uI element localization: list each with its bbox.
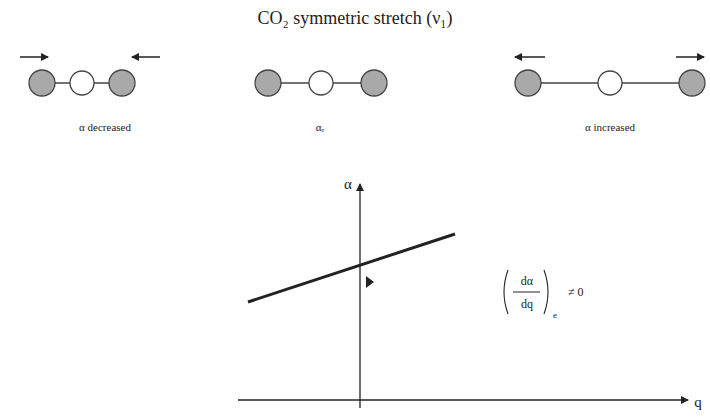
derivative-numerator: dα [521,275,533,287]
molecule-compressed [29,70,135,96]
paren-left [504,270,508,314]
motion-arrow [132,56,160,58]
fraction-bar [513,292,540,293]
derivative-denominator: dq [521,298,533,310]
polarizability-line [248,234,455,302]
y-axis [359,184,360,408]
state-label: α increased [585,122,635,133]
diagram-title: CO₂ symmetric stretch (ν₁) [257,9,452,27]
derivative-condition: ≠ 0 [568,286,584,298]
paren-right [544,270,548,314]
x-axis [238,399,688,400]
state-label: α decreased [79,122,131,133]
motion-arrow [515,56,545,58]
axis-label: α [344,177,352,192]
slope-marker [366,276,374,288]
motion-arrow [20,56,48,58]
motion-arrow [676,56,704,58]
state-label: αₑ [316,122,325,133]
molecule-stretched [515,70,705,96]
derivative-subscript: e [553,311,557,320]
axis-label: q [694,395,702,410]
molecule-equilibrium [255,70,387,96]
